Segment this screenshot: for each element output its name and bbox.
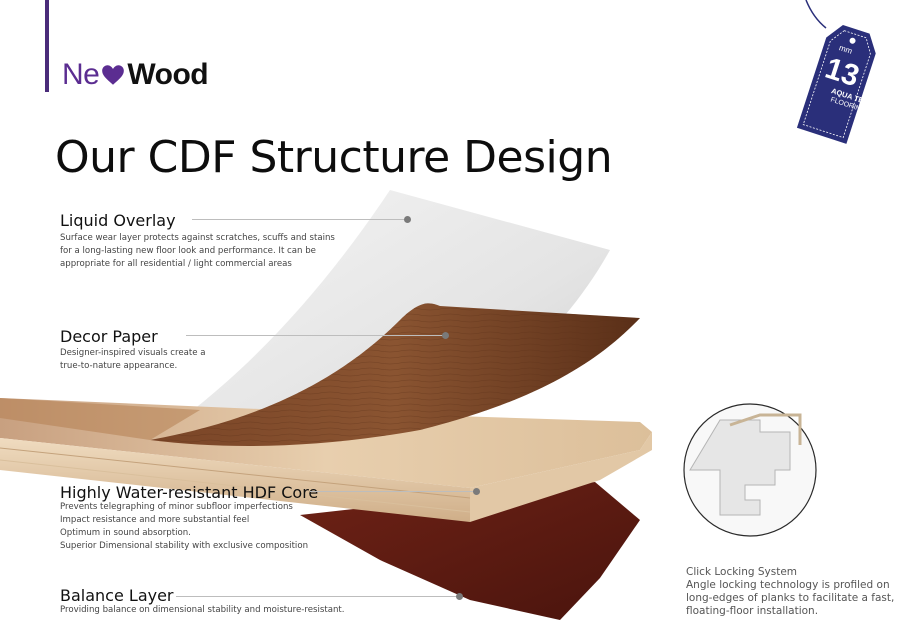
layer-title-hdf-core: Highly Water-resistant HDF Core	[60, 483, 319, 502]
layer-desc-hdf-core: Prevents telegraphing of minor subfloor …	[60, 501, 308, 553]
brand-name-part2: Wood	[127, 58, 209, 91]
desc-line: Prevents telegraphing of minor subfloor …	[60, 502, 293, 512]
accent-bar	[45, 0, 49, 92]
desc-line: long-edges of planks to facilitate a fas…	[686, 592, 895, 604]
heart-icon	[102, 65, 125, 85]
click-lock-caption: Click Locking System Angle locking techn…	[686, 566, 894, 618]
leader-dot	[456, 593, 463, 600]
desc-line: Impact resistance and more substantial f…	[60, 515, 250, 525]
desc-line: Surface wear layer protects against scra…	[60, 233, 335, 243]
desc-line: Optimum in sound absorption.	[60, 528, 191, 538]
desc-line: Providing balance on dimensional stabili…	[60, 605, 345, 615]
leader-dot	[404, 216, 411, 223]
leader-dot	[473, 488, 480, 495]
brand-logo: Ne Wood	[62, 58, 209, 92]
balance-layer-shape	[300, 482, 640, 620]
desc-line: Angle locking technology is profiled on	[686, 579, 890, 591]
leader-dot	[442, 332, 449, 339]
leader-line	[176, 596, 458, 597]
desc-line: floating-floor installation.	[686, 605, 819, 617]
aqua-tec-tag-icon	[796, 0, 876, 144]
layer-desc-balance-layer: Providing balance on dimensional stabili…	[60, 604, 345, 617]
layer-title-balance-layer: Balance Layer	[60, 586, 174, 605]
desc-line: Designer-inspired visuals create a	[60, 348, 206, 358]
click-lock-title: Click Locking System	[686, 566, 798, 578]
liquid-overlay-shape	[180, 190, 610, 455]
desc-line: appropriate for all residential / light …	[60, 259, 292, 269]
desc-line: true-to-nature appearance.	[60, 361, 178, 371]
layer-title-liquid-overlay: Liquid Overlay	[60, 211, 176, 230]
layer-desc-decor-paper: Designer-inspired visuals create a true-…	[60, 347, 206, 373]
brand-name-part1: Ne	[62, 58, 100, 91]
page-title: Our CDF Structure Design	[55, 132, 613, 183]
plank-side-shape	[0, 438, 470, 522]
layer-title-decor-paper: Decor Paper	[60, 327, 158, 346]
click-lock-profile	[689, 413, 802, 516]
leader-line	[192, 219, 406, 220]
leader-line	[310, 491, 475, 492]
layer-desc-liquid-overlay: Surface wear layer protects against scra…	[60, 232, 335, 271]
desc-line: for a long-lasting new floor look and pe…	[60, 246, 316, 256]
desc-line: Superior Dimensional stability with excl…	[60, 541, 309, 551]
leader-line	[186, 335, 444, 336]
